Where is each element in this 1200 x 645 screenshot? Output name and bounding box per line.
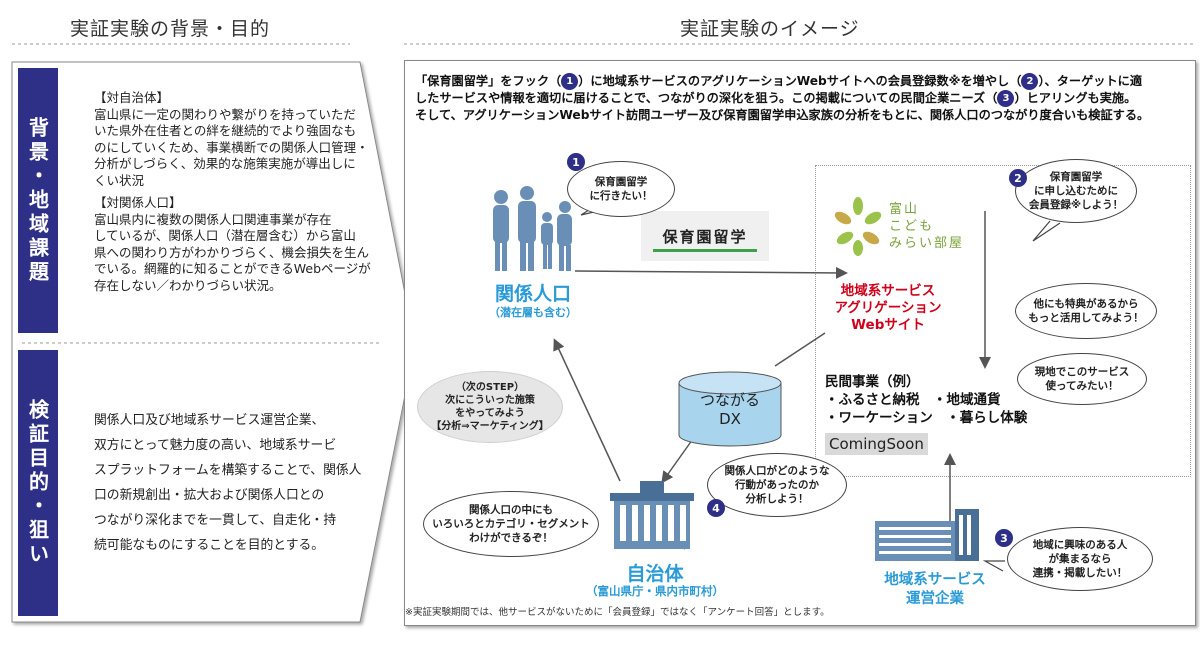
jichitai-title: 自治体 (626, 563, 684, 585)
purpose-bar: 検証目的・狙い (18, 350, 58, 616)
kankei-jinkou-subtitle: （潜在層も含む） (489, 306, 577, 319)
right-section-title: 実証実験のイメージ (680, 18, 860, 40)
step-1-badge: 1 (567, 153, 585, 171)
background-issue-bar: 背景・地域課題 (18, 68, 58, 333)
left-section-title: 実証実験の背景・目的 (70, 18, 271, 40)
step-2-badge: 2 (1009, 169, 1027, 187)
bubble-segment: 関係人口の中にもいろいろとカテゴリ・セグメントわけができるぞ！ (423, 491, 599, 557)
database-cylinder-icon (678, 371, 782, 447)
intro-text: 「保育園留学」をフック（1）に地域系サービスのアグリケーションWebサイトへの会… (415, 73, 1150, 122)
jichitai-subtitle: （富山県庁・県内市町村） (586, 584, 724, 598)
government-building-icon (610, 481, 694, 549)
purpose-text: 関係人口及び地域系サービス運営企業、 双方にとって魅力度の高い、地域系サービ ス… (94, 413, 362, 553)
num-1-badge: 1 (561, 73, 579, 90)
num-3-badge: 3 (997, 90, 1015, 107)
right-panel: 「保育園留学」をフック（1）に地域系サービスのアグリケーションWebサイトへの会… (404, 60, 1196, 626)
coming-soon-badge: ComingSoon (825, 433, 928, 455)
aggregation-site-label: 地域系サービス アグリゲーション Webサイト (834, 283, 942, 333)
private-business-examples: 民間事業（例） ・ふるさと納税 ・地域通貨 ・ワーケーション ・暮らし体験 (825, 374, 1028, 426)
head-related-population: 【対関係人口】 (94, 195, 182, 210)
leaf-flower-icon (834, 197, 882, 256)
service-area-box (815, 165, 1191, 477)
bubble-register: 保育園留学に申し込むために会員登録※しよう！ (1015, 159, 1137, 223)
company-building-icon (875, 509, 979, 561)
bubble-use-more: 他にも特典があるからもっと活用してみよう！ (1015, 283, 1157, 339)
connected-dx-label: つながる DX (699, 391, 760, 428)
kankei-jinkou-title: 関係人口 (494, 283, 571, 305)
bubble-partner: 地域に興味のある人が集まるなら連携・掲載したい！ (1007, 527, 1153, 591)
step-3-badge: 3 (995, 529, 1013, 547)
title-underlines (12, 43, 1196, 45)
head-local-government: 【対自治体】 (94, 90, 170, 105)
bubble-analyze: 関係人口がどのような行動があったのか分析しよう！ (707, 453, 847, 517)
toyama-kodomo-logo: 富山 こども みらい部屋 (833, 187, 973, 265)
step-4-badge: 4 (707, 499, 725, 517)
chevron-background (11, 61, 416, 623)
background-text: 【対自治体】 富山県に一定の関わりや繋がりを持っていただ いた県外在住者との絆を… (94, 88, 394, 294)
num-2-badge: 2 (1021, 73, 1039, 90)
footnote: ※実証実験期間では、他サービスがないために「会員登録」ではなく「アンケート回答」… (405, 607, 830, 618)
left-panel: 背景・地域課題 検証目的・狙い 【対自治体】 富山県に一定の関わりや繋がりを持っ… (10, 60, 430, 630)
bubble-want-hoiku: 保育園留学に行きたい！ (567, 161, 675, 217)
company-label: 地域系サービス 運営企業 (884, 572, 986, 607)
bubble-next-step: （次のSTEP）次にこういった施策をやってみよう【分析⇒マーケティング】 (417, 371, 563, 443)
bubble-use-locally: 現地でこのサービス使ってみたい！ (1017, 353, 1147, 405)
family-people-icon (493, 186, 572, 271)
hoiku-ryugaku-logo: 保育園留学 (641, 211, 769, 261)
